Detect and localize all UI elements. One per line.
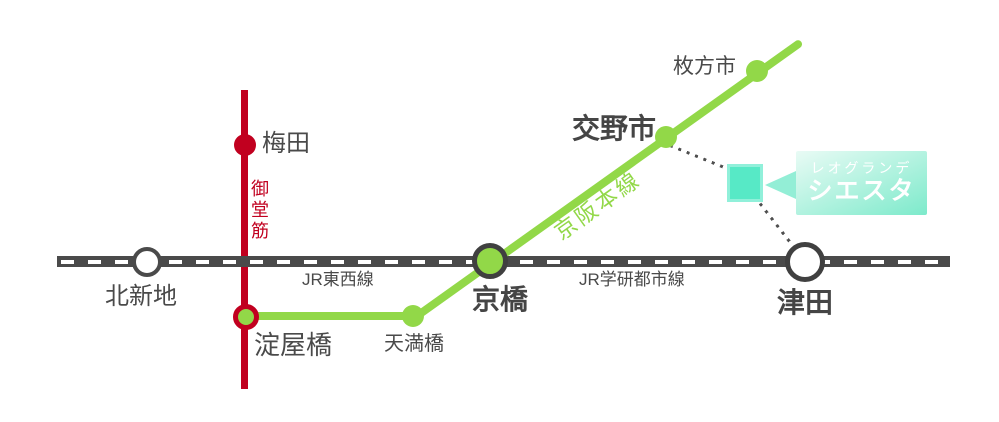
station-circle-kyobashi bbox=[472, 243, 508, 279]
line-label-keihan-main-line: 京阪本線 bbox=[549, 166, 646, 245]
station-dot-hirakatashi bbox=[746, 60, 768, 82]
dotted-connector-katanoshi-to-property bbox=[669, 144, 729, 171]
station-dot-katanoshi bbox=[655, 126, 677, 148]
property-callout: レオグランデ シエスタ bbox=[796, 151, 927, 215]
line-label-jr-gakkentoshi: JR学研都市線 bbox=[579, 270, 685, 289]
property-brand-label: レオグランデ bbox=[810, 160, 913, 177]
station-dot-yodoyabashi bbox=[233, 304, 259, 330]
line-label-jr-tozai: JR東西線 bbox=[302, 270, 374, 289]
keihan-line-horizontal-segment bbox=[246, 312, 417, 320]
station-label-katanoshi: 交野市 bbox=[572, 113, 657, 144]
station-circle-tsuda bbox=[785, 242, 825, 282]
station-label-tsuda: 津田 bbox=[777, 287, 834, 318]
line-label-midosuji: 御堂筋 bbox=[249, 179, 269, 242]
property-location-marker bbox=[727, 164, 763, 202]
station-label-temmabashi: 天満橋 bbox=[384, 333, 444, 355]
station-label-kitashinchi: 北新地 bbox=[105, 283, 177, 310]
midosuji-line bbox=[241, 90, 248, 389]
station-circle-kitashinchi bbox=[132, 247, 162, 277]
station-dot-temmabashi bbox=[402, 305, 424, 327]
station-label-umeda: 梅田 bbox=[262, 130, 310, 157]
station-label-kyobashi: 京橋 bbox=[472, 284, 529, 315]
station-label-hirakatashi: 枚方市 bbox=[673, 55, 736, 78]
station-dot-umeda bbox=[234, 134, 256, 156]
station-label-yodoyabashi: 淀屋橋 bbox=[254, 330, 333, 360]
property-name-label: シエスタ bbox=[807, 177, 916, 206]
dotted-connector-property-to-tsuda bbox=[758, 202, 794, 246]
callout-pointer-triangle bbox=[765, 171, 796, 199]
